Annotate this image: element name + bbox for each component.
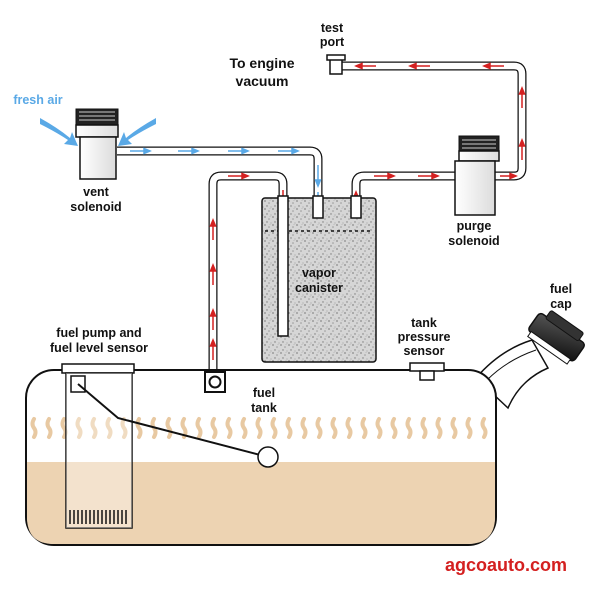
vapor-arrow — [209, 263, 217, 285]
fuel-cap-icon — [527, 310, 585, 365]
air-arrow — [130, 147, 152, 155]
vapor-arrow — [354, 62, 376, 70]
vapor-wave — [60, 417, 68, 439]
vapor-arrow — [209, 338, 217, 360]
vapor-wave — [285, 417, 293, 439]
label-tank-pressure-2: pressure — [398, 330, 451, 344]
vapor-wave — [240, 417, 248, 439]
vapor-wave — [420, 417, 428, 439]
air-arrow — [178, 147, 200, 155]
fresh-air-arrow-icon — [40, 118, 156, 146]
air-arrow — [278, 147, 300, 155]
label-fuel-tank-2: tank — [251, 401, 277, 415]
label-test-port-2: port — [320, 35, 345, 49]
fuel-pump-module — [61, 363, 279, 529]
vapor-wave — [45, 417, 53, 439]
vapor-wave — [210, 417, 218, 439]
vapor-wave — [330, 417, 338, 439]
label-vent-solenoid-1: vent — [83, 185, 110, 199]
test-port-icon — [326, 54, 346, 75]
vapor-wave — [465, 417, 473, 439]
vapor-arrow — [482, 62, 504, 70]
vapor-arrow — [209, 308, 217, 330]
label-vapor-canister-2: canister — [295, 281, 343, 295]
label-tank-pressure-3: sensor — [404, 344, 445, 358]
label-fuel-tank-1: fuel — [253, 386, 275, 400]
vapor-wave — [120, 417, 128, 439]
label-engine-vacuum-1: To engine — [229, 55, 294, 71]
label-vapor-canister-1: vapor — [302, 266, 336, 280]
air-arrow — [228, 147, 250, 155]
vapor-wave — [375, 417, 383, 439]
vapor-arrow — [518, 86, 526, 108]
vapor-wave-row — [30, 417, 488, 439]
vapor-wave — [30, 417, 38, 439]
fuel-liquid — [27, 462, 495, 544]
label-fuel-pump-1: fuel pump and — [56, 326, 141, 340]
vent-solenoid-icon — [75, 108, 119, 180]
vapor-wave — [135, 417, 143, 439]
vapor-wave — [255, 417, 263, 439]
vapor-wave — [180, 417, 188, 439]
rollover-valve-icon — [204, 371, 226, 393]
vapor-wave — [360, 417, 368, 439]
vapor-wave — [480, 417, 488, 439]
float-arm — [77, 383, 269, 458]
vapor-arrow — [518, 138, 526, 160]
brand-watermark: agcoauto.com — [445, 555, 567, 575]
label-purge-solenoid-2: solenoid — [448, 234, 499, 248]
label-test-port-1: test — [321, 21, 344, 35]
vapor-wave — [450, 417, 458, 439]
air-arrow — [314, 165, 322, 188]
label-vent-solenoid-2: solenoid — [70, 200, 121, 214]
label-purge-solenoid-1: purge — [457, 219, 492, 233]
vapor-wave — [225, 417, 233, 439]
vapor-arrow — [418, 172, 440, 180]
vapor-wave — [165, 417, 173, 439]
vapor-wave — [345, 417, 353, 439]
vapor-wave — [270, 417, 278, 439]
label-fuel-pump-2: fuel level sensor — [50, 341, 148, 355]
vapor-canister-icon — [261, 195, 377, 363]
labels: test port To engine vacuum fresh air ven… — [13, 21, 572, 575]
vapor-arrow — [209, 218, 217, 240]
float-icon — [257, 446, 279, 468]
vapor-wave — [105, 417, 113, 439]
label-engine-vacuum-2: vacuum — [236, 73, 289, 89]
vapor-wave — [435, 417, 443, 439]
tank-pressure-sensor-icon — [409, 362, 445, 381]
vapor-wave — [315, 417, 323, 439]
vapor-wave — [405, 417, 413, 439]
label-fresh-air: fresh air — [13, 93, 62, 107]
vapor-wave — [75, 417, 83, 439]
vapor-wave — [390, 417, 398, 439]
vapor-arrow — [408, 62, 430, 70]
vapor-arrow — [500, 172, 518, 180]
label-tank-pressure-1: tank — [411, 316, 437, 330]
vapor-arrow — [228, 172, 250, 180]
vapor-wave — [90, 417, 98, 439]
label-fuel-cap-1: fuel — [550, 282, 572, 296]
vapor-arrow — [374, 172, 396, 180]
vapor-wave — [300, 417, 308, 439]
vapor-wave — [195, 417, 203, 439]
purge-solenoid-icon — [454, 135, 500, 216]
label-fuel-cap-2: cap — [550, 297, 572, 311]
